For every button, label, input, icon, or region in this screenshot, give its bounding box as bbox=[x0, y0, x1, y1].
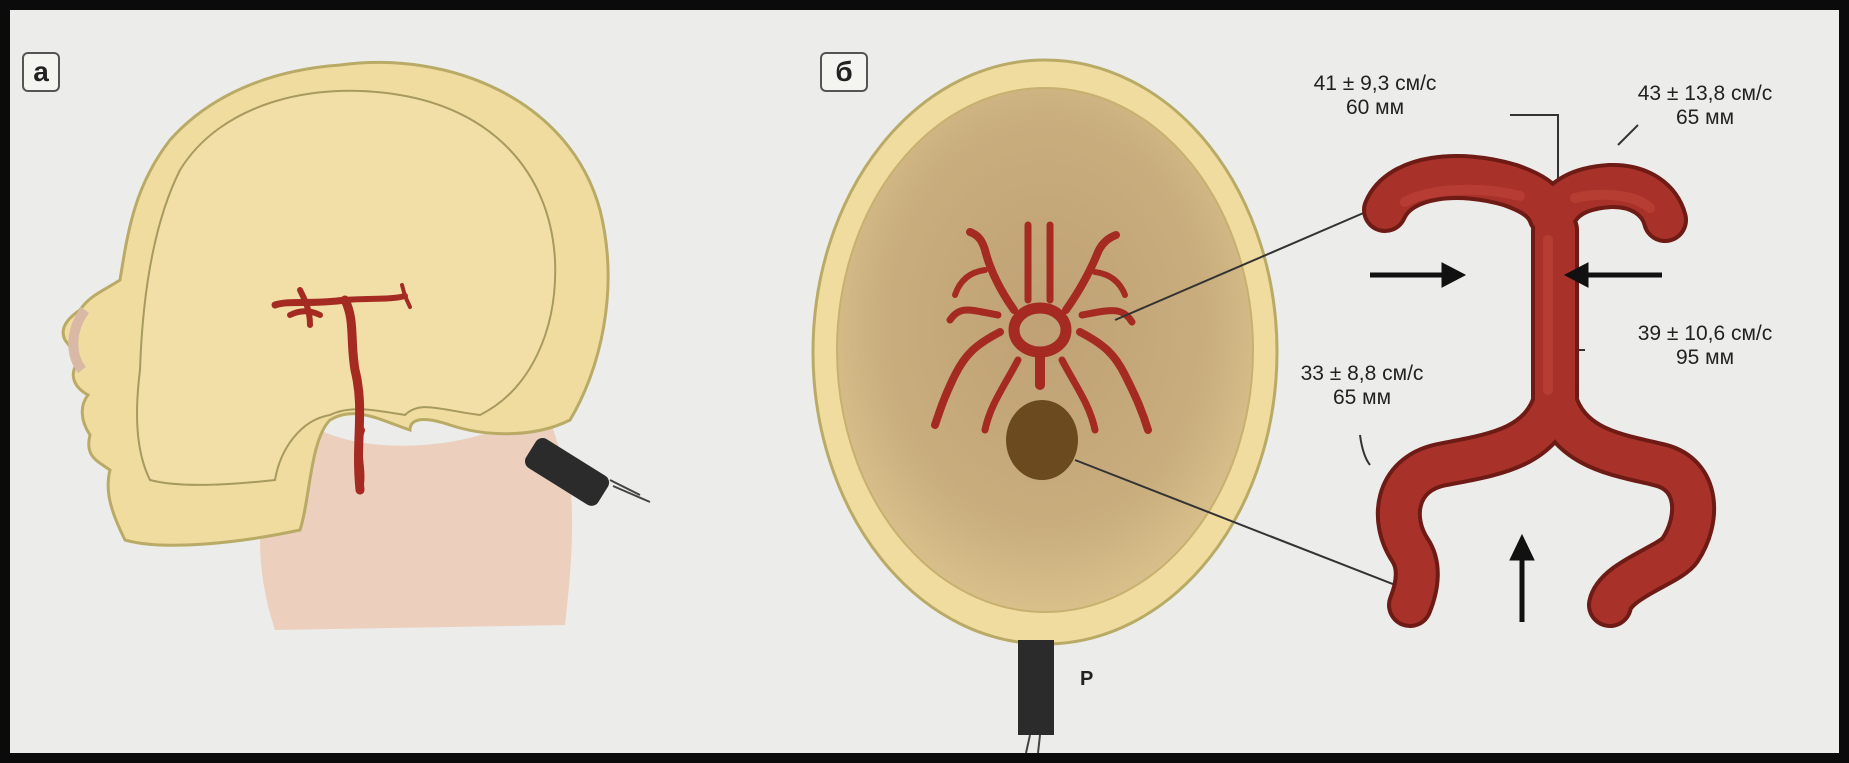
panel-label-a: а bbox=[22, 52, 60, 92]
measurement-label-mid-right: 39 ± 10,6 см/с 95 мм bbox=[1595, 322, 1815, 370]
measurement-label-mid-left: 33 ± 8,8 см/с 65 мм bbox=[1272, 362, 1452, 410]
head-profile bbox=[63, 62, 650, 630]
speed-value: 33 ± 8,8 см/с bbox=[1272, 362, 1452, 386]
measurement-label-top-left: 41 ± 9,3 см/с 60 мм bbox=[1280, 72, 1470, 120]
speed-value: 39 ± 10,6 см/с bbox=[1595, 322, 1815, 346]
depth-value: 60 мм bbox=[1280, 96, 1470, 120]
probe-label: Р bbox=[1080, 668, 1093, 691]
diagram-canvas bbox=[10, 10, 1839, 753]
brainstem bbox=[1006, 400, 1078, 480]
probe-b bbox=[1018, 640, 1054, 753]
arrow-up-icon bbox=[1510, 535, 1534, 622]
measurement-label-top-right: 43 ± 13,8 см/с 65 мм bbox=[1595, 82, 1815, 130]
depth-value: 95 мм bbox=[1595, 346, 1815, 370]
arrow-right-icon bbox=[1370, 263, 1465, 287]
speed-value: 43 ± 13,8 см/с bbox=[1595, 82, 1815, 106]
depth-value: 65 мм bbox=[1272, 386, 1452, 410]
figure: а б 41 ± 9,3 см/с 60 мм 43 ± 13,8 см/с 6… bbox=[10, 10, 1839, 753]
speed-value: 41 ± 9,3 см/с bbox=[1280, 72, 1470, 96]
panel-label-b: б bbox=[820, 52, 868, 92]
depth-value: 65 мм bbox=[1595, 106, 1815, 130]
arrow-left-icon bbox=[1565, 263, 1662, 287]
